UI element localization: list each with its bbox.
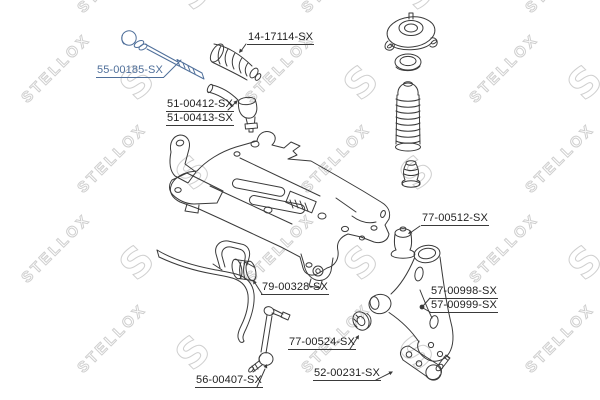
strut-mount-drawing[interactable] [384,12,438,51]
part-label-control-arm-bushing[interactable]: 77-00512-SX [421,212,489,226]
inner-tie-rod-drawing[interactable] [121,30,205,80]
leader-55-00185 [163,59,182,78]
stabilizer-bracket-drawing[interactable] [212,240,255,271]
leader-lines [227,43,431,388]
part-label-inner-tie-rod[interactable]: 55-00185-SX [96,64,164,78]
strut-bearing-drawing[interactable] [394,53,422,72]
part-label-lower-arm-bushing[interactable]: 77-00524-SX [288,336,356,350]
stabilizer-bar-drawing [156,249,255,343]
lower-arm-bushing-drawing[interactable] [350,309,372,333]
tie-rod-end-drawing[interactable] [206,83,258,133]
stabilizer-bushing-drawing[interactable] [230,258,257,282]
part-label-stabilizer-link[interactable]: 56-00407-SX [195,374,263,388]
part-label-control-arm-left[interactable]: 57-00999-SX [430,299,498,313]
control-arm-drawing[interactable] [368,244,454,362]
subframe-drawing [169,131,391,289]
ball-joint-drawing[interactable] [400,345,451,381]
part-label-tie-rod-end-left[interactable]: 51-00413-SX [166,112,234,126]
bump-stop-drawing[interactable] [401,160,421,188]
steering-rack-boot-drawing[interactable] [208,42,262,82]
part-label-tie-rod-end-right[interactable]: 51-00412-SX [166,98,234,112]
part-label-steering-rack-boot[interactable]: 14-17114-SX [247,31,315,45]
part-label-stabilizer-bushing[interactable]: 79-00328-SX [261,281,329,295]
stabilizer-link-drawing[interactable] [248,305,291,373]
part-label-control-arm-right[interactable]: 57-00998-SX [430,285,498,299]
strut-dust-boot-drawing[interactable] [395,81,421,152]
part-label-ball-joint[interactable]: 52-00231-SX [313,367,381,381]
